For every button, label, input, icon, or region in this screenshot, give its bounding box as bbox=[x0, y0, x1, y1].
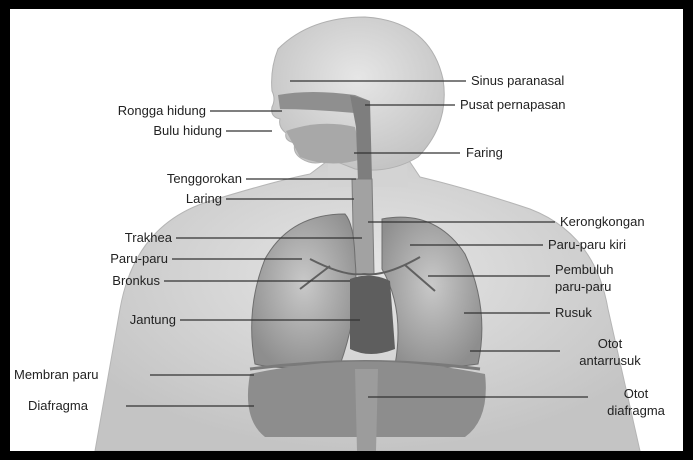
diagram-frame: Rongga hidung Bulu hidung Tenggorokan La… bbox=[10, 9, 683, 451]
label-laring: Laring bbox=[72, 191, 222, 206]
label-sinus-paranasal: Sinus paranasal bbox=[471, 73, 564, 88]
diaphragm-center bbox=[355, 369, 378, 451]
label-bronkus: Bronkus bbox=[10, 273, 160, 288]
label-tenggorokan: Tenggorokan bbox=[92, 171, 242, 186]
label-otot-antarrusuk-line1: Otot bbox=[565, 336, 655, 351]
label-rusuk: Rusuk bbox=[555, 305, 592, 320]
label-pembuluh-line1: Pembuluh bbox=[555, 262, 614, 277]
label-paru-paru: Paru-paru bbox=[18, 251, 168, 266]
label-paru-paru-kiri: Paru-paru kiri bbox=[548, 237, 626, 252]
label-pusat-pernapasan: Pusat pernapasan bbox=[460, 97, 566, 112]
mouth-shape bbox=[286, 124, 362, 164]
label-otot-antarrusuk-line2: antarrusuk bbox=[565, 353, 655, 368]
label-kerongkongan: Kerongkongan bbox=[560, 214, 645, 229]
label-jantung: Jantung bbox=[26, 312, 176, 327]
label-otot-diafragma-line2: diafragma bbox=[591, 403, 681, 418]
label-membran-paru: Membran paru bbox=[14, 367, 99, 382]
label-pembuluh-line2: paru-paru bbox=[555, 279, 611, 294]
label-diafragma: Diafragma bbox=[28, 398, 88, 413]
label-rongga-hidung: Rongga hidung bbox=[56, 103, 206, 118]
heart-shape bbox=[350, 275, 395, 354]
label-bulu-hidung: Bulu hidung bbox=[72, 123, 222, 138]
label-otot-diafragma-line1: Otot bbox=[591, 386, 681, 401]
label-trakhea: Trakhea bbox=[22, 230, 172, 245]
label-faring: Faring bbox=[466, 145, 503, 160]
